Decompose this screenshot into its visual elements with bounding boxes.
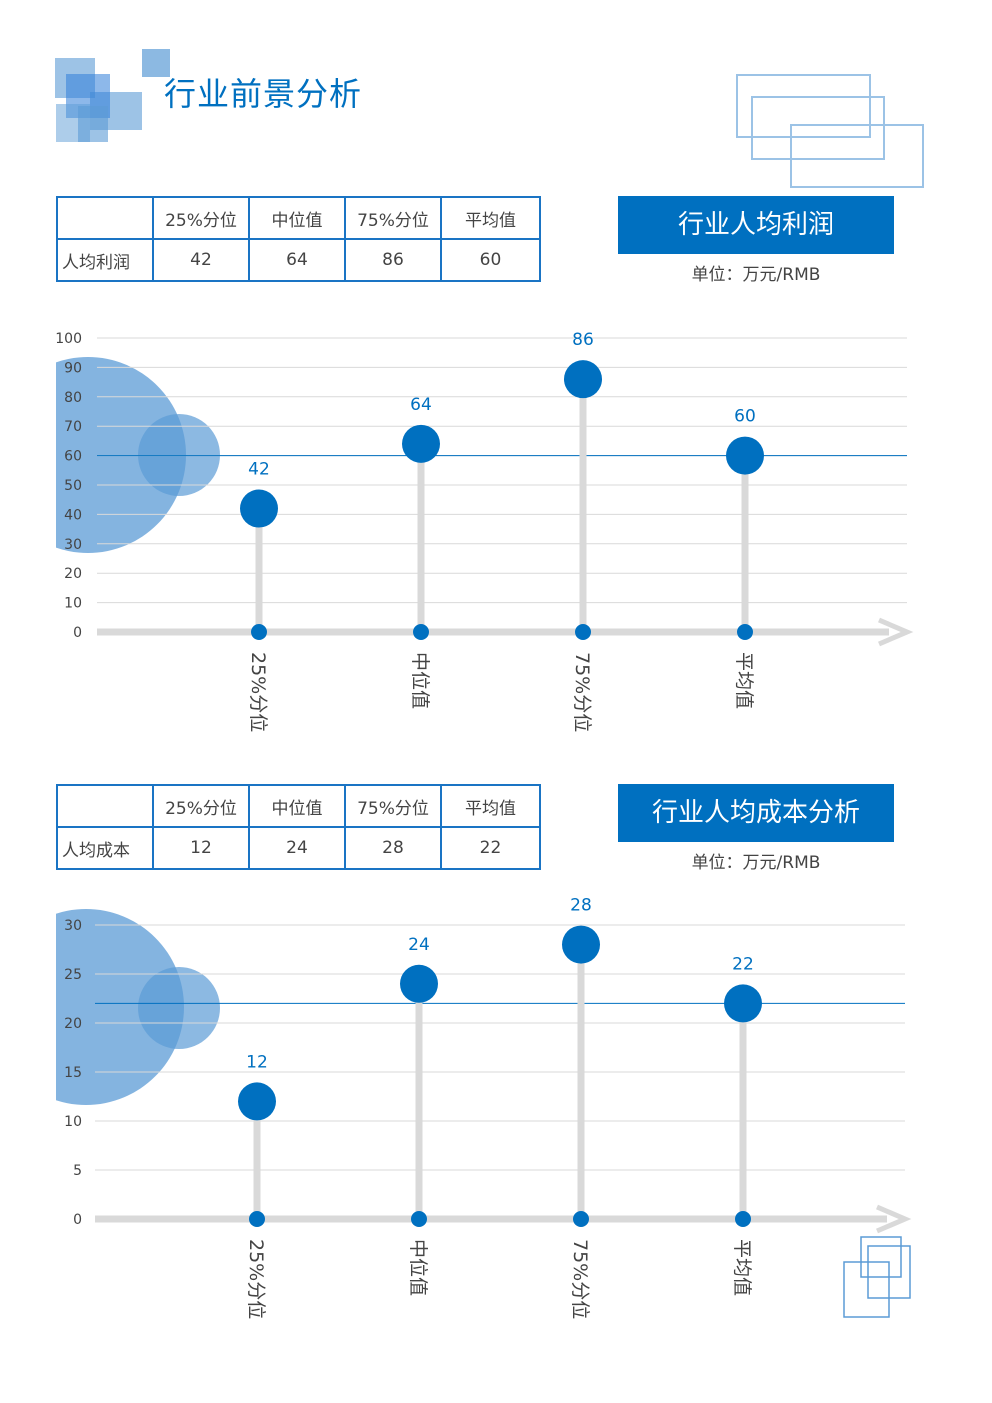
cost-unit-label: 单位：万元/RMB [691, 853, 821, 873]
table-header-cell: 25%分位 [152, 196, 250, 240]
x-tick-label: 25%分位 [247, 652, 269, 732]
table-cell: 60 [440, 238, 541, 282]
x-tick-label: 75%分位 [569, 1239, 591, 1319]
table-row-label: 人均利润 [56, 238, 154, 282]
y-tick-label: 20 [64, 566, 82, 582]
axis-dot [251, 624, 267, 640]
y-tick-label: 10 [64, 1114, 82, 1130]
y-tick-label: 10 [64, 596, 82, 612]
data-label: 60 [734, 407, 756, 427]
table-header-cell: 75%分位 [344, 784, 442, 828]
axis-dot [249, 1211, 265, 1227]
table-header-cell: 25%分位 [152, 784, 250, 828]
data-label: 86 [572, 330, 594, 350]
axis-dot [411, 1211, 427, 1227]
data-label: 24 [408, 935, 430, 955]
data-point [726, 436, 764, 475]
table-header-cell: 平均值 [440, 196, 541, 240]
cost-banner: 行业人均成本分析 [618, 784, 894, 842]
y-tick-label: 50 [64, 478, 82, 494]
data-label: 42 [248, 460, 270, 480]
table-cell: 28 [344, 826, 442, 870]
y-tick-label: 15 [64, 1065, 82, 1081]
data-point [562, 925, 600, 964]
data-label: 64 [410, 395, 432, 415]
decorative-frames-bottomright [843, 1236, 911, 1318]
table-header-cell: 平均值 [440, 784, 541, 828]
decorative-frames-topright [736, 74, 924, 188]
profit-chart: 0 10 20 30 40 50 60 70 80 90 100 42 25%分位 64 中位值 86 75%分… [55, 330, 914, 732]
axis-dot [575, 624, 591, 640]
y-tick-label: 0 [73, 1212, 82, 1228]
table-row: 人均成本 12 24 28 22 [56, 826, 541, 870]
y-tick-label: 5 [73, 1163, 82, 1179]
y-tick-label: 100 [55, 331, 82, 347]
x-tick-label: 平均值 [731, 1239, 753, 1296]
axis-dot [573, 1211, 589, 1227]
data-label: 22 [732, 954, 754, 974]
y-tick-label: 80 [64, 390, 82, 406]
table-header-row: 25%分位 中位值 75%分位 平均值 [56, 196, 541, 240]
table-cell: 22 [440, 826, 541, 870]
y-tick-label: 40 [64, 507, 82, 523]
data-point [240, 489, 278, 528]
data-label: 12 [246, 1052, 268, 1072]
data-point [402, 424, 440, 463]
x-tick-label: 中位值 [409, 652, 431, 709]
y-tick-label: 60 [64, 449, 82, 465]
page-title: 行业前景分析 [164, 75, 363, 113]
decorative-circle-large [56, 909, 184, 1105]
table-row-label: 人均成本 [56, 826, 154, 870]
cost-chart: 0 5 10 15 20 25 30 12 25%分位 24 中位值 28 75%分位 22 平均值 [56, 896, 912, 1319]
table-row: 人均利润 42 64 86 60 [56, 238, 541, 282]
x-tick-label: 平均值 [733, 652, 755, 709]
decorative-circle-small [138, 414, 220, 496]
table-header-empty [56, 784, 154, 828]
table-header-cell: 中位值 [248, 196, 346, 240]
y-tick-label: 0 [73, 625, 82, 641]
decorative-squares-topleft [55, 49, 170, 142]
x-tick-label: 25%分位 [245, 1239, 267, 1319]
table-header-row: 25%分位 中位值 75%分位 平均值 [56, 784, 541, 828]
axis-dot [735, 1211, 751, 1227]
data-point [238, 1082, 276, 1121]
table-header-empty [56, 196, 154, 240]
data-point [724, 984, 762, 1023]
x-tick-label: 75%分位 [571, 652, 593, 732]
axis-dot [737, 624, 753, 640]
decorative-circle-large [56, 357, 186, 553]
table-cell: 86 [344, 238, 442, 282]
y-tick-label: 30 [64, 537, 82, 553]
x-axis-arrow [878, 617, 914, 647]
y-tick-label: 70 [64, 419, 82, 435]
axis-dot [413, 624, 429, 640]
table-cell: 24 [248, 826, 346, 870]
table-cell: 42 [152, 238, 250, 282]
y-tick-label: 25 [64, 967, 82, 983]
table-cell: 12 [152, 826, 250, 870]
y-tick-label: 30 [64, 918, 82, 934]
profit-table: 25%分位 中位值 75%分位 平均值 人均利润 42 64 86 60 [56, 196, 541, 282]
data-point [400, 964, 438, 1003]
x-axis-arrow [876, 1204, 912, 1234]
y-tick-label: 20 [64, 1016, 82, 1032]
y-tick-label: 90 [64, 360, 82, 376]
profit-unit-label: 单位：万元/RMB [691, 265, 821, 285]
data-label: 28 [570, 896, 592, 916]
data-point [564, 360, 602, 399]
table-header-cell: 75%分位 [344, 196, 442, 240]
table-header-cell: 中位值 [248, 784, 346, 828]
x-tick-label: 中位值 [407, 1239, 429, 1296]
decorative-circle-small [138, 967, 220, 1049]
cost-table: 25%分位 中位值 75%分位 平均值 人均成本 12 24 28 22 [56, 784, 541, 870]
table-cell: 64 [248, 238, 346, 282]
profit-banner: 行业人均利润 [618, 196, 894, 254]
